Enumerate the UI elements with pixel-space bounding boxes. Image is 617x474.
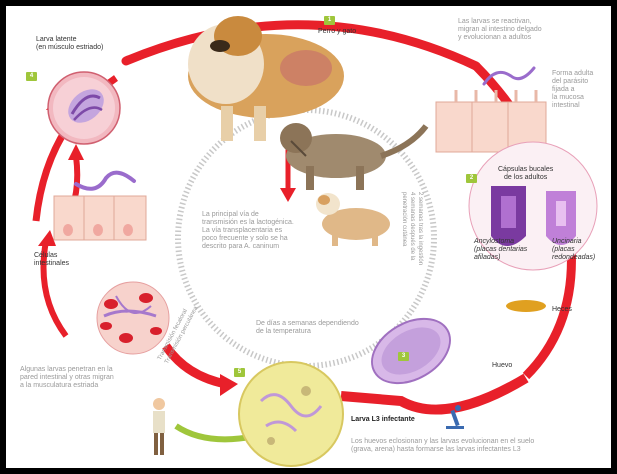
arrow-to-cells-head (38, 230, 56, 246)
step-badge-1: 1 (324, 16, 335, 25)
arrow-down-head (280, 188, 296, 202)
cycle-arrow-bottom (341, 378, 526, 410)
step-badge-3: 3 (398, 352, 409, 361)
step-badge-5: 5 (234, 368, 245, 377)
soil-larva-illustration (239, 362, 343, 466)
step-badge-2: 2 (466, 174, 477, 183)
label-perro-gato: Perro y gato (318, 28, 356, 36)
label-larva-latente: Larva latente (en músculo estriado) (36, 36, 103, 52)
label-celulas: Células intestinales (34, 252, 69, 268)
label-semanas: 2 semanas tras la ingestión 4 semanas de… (400, 192, 424, 265)
label-reactivan: Las larvas se reactivan, migran al intes… (458, 18, 542, 42)
arrow-to-l3-head (220, 374, 238, 396)
label-heces: Heces (552, 306, 572, 314)
cat-illustration (280, 123, 426, 190)
label-ancylostoma: Ancylostoma (placas dentarias afiladas) (474, 238, 527, 262)
feces-illustration (506, 300, 546, 312)
label-de-dias: De días a semanas dependiendo de la temp… (256, 320, 359, 336)
tissue-migration-illustration (97, 282, 169, 354)
label-forma-adulta: Forma adulta del parásito fijada a la mu… (552, 70, 593, 110)
human-figure (153, 398, 165, 455)
puppy-illustration (316, 193, 390, 246)
label-larva-l3: Larva L3 infectante (351, 416, 415, 424)
life-cycle-diagram: 4 1 2 3 5 Larva latente (en músculo estr… (6, 6, 611, 468)
step-badge-4: 4 (26, 72, 37, 81)
arrow-to-muscle-head (68, 144, 84, 160)
egg-illustration (361, 306, 462, 396)
label-uncinaria: Uncinaria (placas redondeadas) (552, 238, 595, 262)
label-eclosionan: Los huevos eclosionan y las larvas evolu… (351, 438, 534, 454)
label-capsulas: Cápsulas bucales de los adultos (498, 166, 553, 182)
intestinal-cells-illustration (54, 173, 146, 240)
muscle-larva-illustration (48, 72, 120, 144)
diagram-canvas (6, 6, 611, 468)
label-principal-via: La principal vía de transmisión es la la… (202, 211, 294, 251)
label-algunas-larvas: Algunas larvas penetran en la pared inte… (20, 366, 114, 390)
label-huevo: Huevo (492, 362, 512, 370)
